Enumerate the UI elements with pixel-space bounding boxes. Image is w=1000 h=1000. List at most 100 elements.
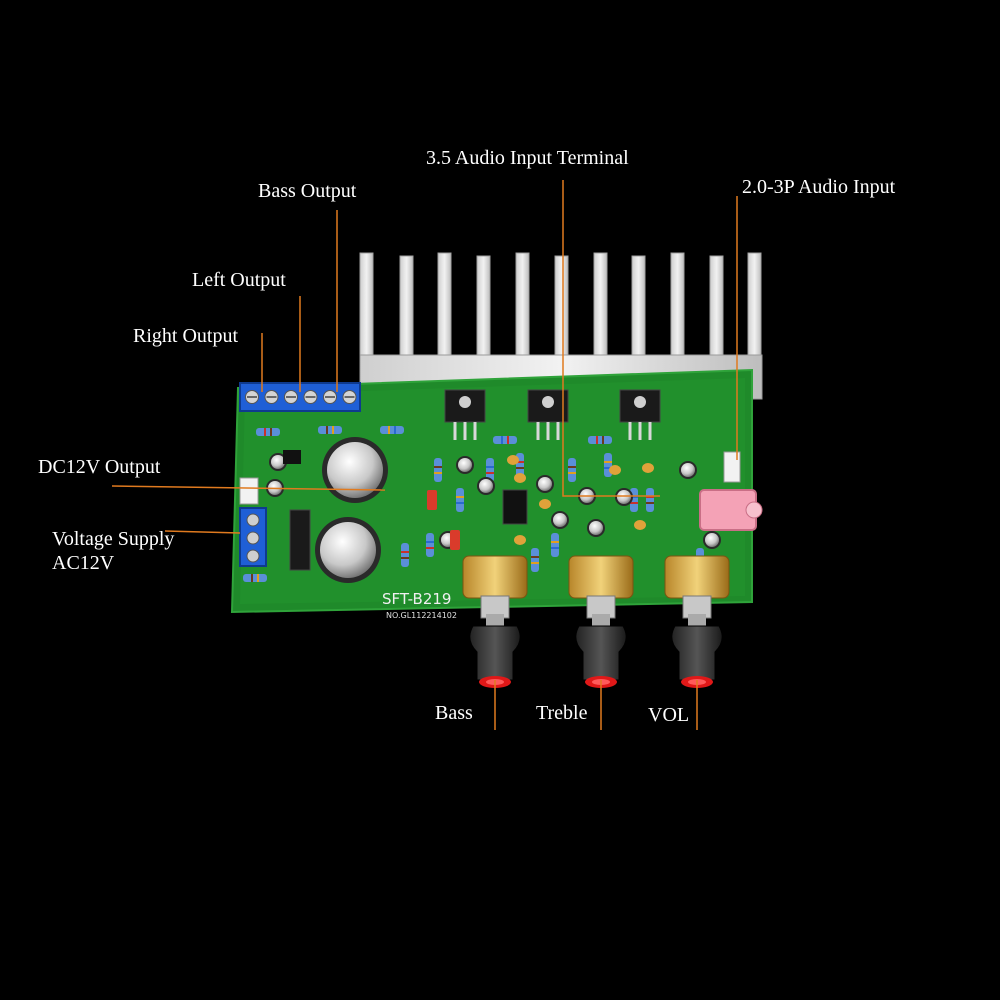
resistor-band bbox=[426, 547, 434, 549]
heatsink-fin bbox=[631, 255, 646, 367]
small-capacitor-top bbox=[553, 513, 567, 527]
resistor bbox=[380, 426, 404, 434]
callout-bass-knob: Bass bbox=[435, 702, 473, 724]
potentiometer-shaft bbox=[592, 614, 610, 628]
resistor-band bbox=[630, 496, 638, 498]
leader-line-3-5-input bbox=[562, 180, 660, 497]
resistor bbox=[568, 458, 576, 482]
transistor-leg bbox=[648, 422, 652, 440]
resistor-band bbox=[501, 436, 503, 444]
resistor-band bbox=[646, 496, 654, 498]
resistor bbox=[434, 458, 442, 482]
knob bbox=[469, 625, 521, 681]
resistor-band bbox=[531, 562, 539, 564]
small-capacitor-top bbox=[271, 455, 285, 469]
bridge-rectifier bbox=[283, 450, 301, 464]
resistor-band bbox=[630, 502, 638, 504]
ceramic-capacitor bbox=[609, 465, 621, 475]
resistor-band bbox=[394, 426, 396, 434]
callout-vol-knob: VOL bbox=[648, 704, 690, 726]
board-model-text: SFT-B219 bbox=[382, 590, 451, 608]
resistor-band bbox=[426, 541, 434, 543]
resistor-band bbox=[486, 466, 494, 468]
resistor-band bbox=[456, 502, 464, 504]
resistor-band bbox=[326, 426, 328, 434]
resistor-band bbox=[646, 502, 654, 504]
transistor-leg bbox=[556, 422, 560, 440]
resistor-band bbox=[264, 428, 266, 436]
resistor-band bbox=[388, 426, 390, 434]
heatsink-fin bbox=[709, 255, 724, 367]
resistor-band bbox=[434, 466, 442, 468]
resistor-band bbox=[270, 428, 272, 436]
transistor-leg bbox=[546, 422, 550, 440]
small-capacitor-top bbox=[538, 477, 552, 491]
transistor-screw bbox=[459, 396, 471, 408]
resistor-band bbox=[401, 551, 409, 553]
transistor-leg bbox=[638, 422, 642, 440]
resistor-band bbox=[434, 472, 442, 474]
resistor bbox=[646, 488, 654, 512]
resistor-band bbox=[516, 467, 524, 469]
resistor-band bbox=[456, 496, 464, 498]
ceramic-capacitor bbox=[642, 463, 654, 473]
resistor bbox=[243, 574, 267, 582]
audio-input-connector-3p bbox=[723, 451, 741, 483]
heatsink-fin bbox=[476, 255, 491, 367]
dc-output-connector bbox=[239, 477, 259, 505]
resistor-band bbox=[257, 574, 259, 582]
power-transistors bbox=[444, 389, 661, 440]
transistor-screw bbox=[542, 396, 554, 408]
callout-right-output: Right Output bbox=[133, 325, 239, 347]
ceramic-capacitor bbox=[514, 535, 526, 545]
heatsink-fin bbox=[554, 255, 569, 367]
potentiometer-shaft bbox=[688, 614, 706, 628]
op-amp-chip bbox=[502, 489, 528, 525]
resistor-band bbox=[602, 436, 604, 444]
resistor-band bbox=[507, 436, 509, 444]
transistor-leg bbox=[473, 422, 477, 440]
resistor-band bbox=[401, 557, 409, 559]
callout-3-5-audio-input: 3.5 Audio Input Terminal bbox=[426, 147, 629, 169]
resistor bbox=[426, 533, 434, 557]
potentiometers bbox=[462, 555, 730, 688]
leader-lines bbox=[111, 180, 738, 730]
heatsink-fin bbox=[437, 252, 452, 364]
small-capacitor-top bbox=[705, 533, 719, 547]
resistor-band bbox=[604, 461, 612, 463]
callout-voltage-supply-line1: Voltage Supply bbox=[52, 528, 175, 550]
ceramic-capacitor bbox=[634, 520, 646, 530]
potentiometer-body bbox=[462, 555, 528, 599]
knob bbox=[575, 625, 627, 681]
leader-line-voltage-supply bbox=[164, 530, 241, 534]
ceramic-capacitor bbox=[507, 455, 519, 465]
callout-voltage-supply: Voltage Supply AC12V bbox=[52, 527, 174, 575]
resistor bbox=[401, 543, 409, 567]
audio-jack-3-5mm bbox=[699, 489, 763, 531]
small-capacitor-top bbox=[458, 458, 472, 472]
potentiometer-body bbox=[568, 555, 634, 599]
resistor-band bbox=[551, 547, 559, 549]
filter-capacitors bbox=[315, 437, 388, 583]
heatsink-fin bbox=[359, 252, 374, 364]
potentiometer-body bbox=[664, 555, 730, 599]
resistor-band bbox=[251, 574, 253, 582]
resistor bbox=[256, 428, 280, 436]
small-capacitor-top bbox=[617, 490, 631, 504]
heatsink-fin bbox=[593, 252, 608, 364]
transistor-screw bbox=[634, 396, 646, 408]
callout-left-output: Left Output bbox=[192, 269, 286, 291]
resistor-band bbox=[516, 461, 524, 463]
resistor bbox=[456, 488, 464, 512]
heatsink-fin bbox=[515, 252, 530, 364]
resistor-band bbox=[332, 426, 334, 434]
ceramic-capacitor bbox=[539, 499, 551, 509]
transistor-leg bbox=[536, 422, 540, 440]
transistor-leg bbox=[463, 422, 467, 440]
small-capacitor-top bbox=[589, 521, 603, 535]
regulator bbox=[289, 509, 311, 571]
resistor bbox=[318, 426, 342, 434]
resistor-band bbox=[531, 556, 539, 558]
callout-treble-knob: Treble bbox=[536, 702, 588, 724]
